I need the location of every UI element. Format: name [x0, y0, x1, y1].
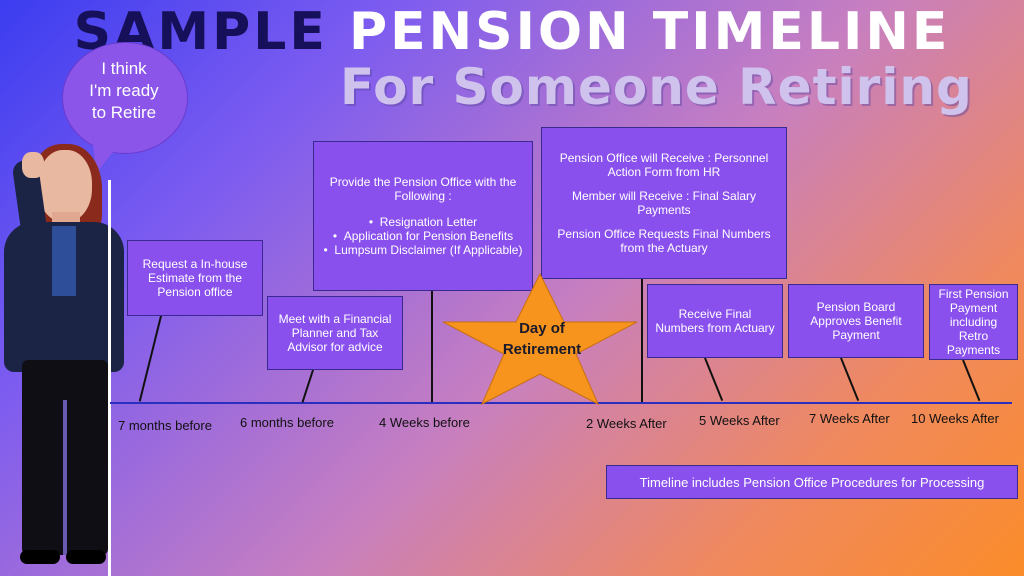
box-after: Pension Office will Receive : Personnel … [541, 127, 787, 279]
connector-board [840, 357, 860, 402]
star-line-1: Day of [519, 320, 565, 337]
connector-planner [301, 369, 314, 403]
footnote-box: Timeline includes Pension Office Procedu… [606, 465, 1018, 499]
box-provide-item: Resignation Letter [324, 215, 523, 229]
speech-bubble [62, 42, 188, 154]
tick-label: 4 Weeks before [379, 415, 470, 430]
tick-label: 7 Weeks After [809, 411, 890, 426]
tick-label: 7 months before [118, 418, 212, 433]
box-provide-item: Application for Pension Benefits [324, 229, 523, 243]
person-hand [22, 152, 44, 178]
star-shape [442, 272, 638, 406]
page-subtitle: For Someone Retiring [340, 58, 973, 116]
connector-actuary [704, 357, 724, 402]
box-actuary-text: Receive Final Numbers from Actuary [655, 307, 775, 335]
title-part-2: PENSION TIMELINE [348, 2, 951, 62]
box-provide: Provide the Pension Office with the Foll… [313, 141, 533, 291]
person-shoe-right [66, 550, 106, 564]
speech-bubble-text: I think I'm ready to Retire [62, 58, 186, 124]
box-board-text: Pension Board Approves Benefit Payment [810, 300, 902, 342]
bubble-line-3: to Retire [91, 103, 157, 122]
footnote-text: Timeline includes Pension Office Procedu… [639, 474, 985, 490]
bubble-line-2: I'm ready [89, 81, 159, 100]
box-estimate-text: Request a In-house Estimate from the Pen… [142, 257, 248, 299]
connector-after [641, 278, 643, 402]
star-line-2: Retirement [502, 341, 582, 358]
tick-label: 10 Weeks After [911, 411, 999, 426]
box-provide-item: Lumpsum Disclaimer (If Applicable) [324, 243, 522, 257]
person-shoe-left [20, 550, 60, 564]
box-provide-list: Resignation Letter Application for Pensi… [324, 215, 523, 257]
day-of-retirement-label: Day of Retirement [480, 318, 604, 360]
box-planner: Meet with a Financial Planner and Tax Ad… [267, 296, 403, 370]
person-shirt [52, 226, 76, 296]
connector-first-payment [962, 359, 981, 402]
box-first-payment: First Pension Payment including Retro Pa… [929, 284, 1018, 360]
person-head [38, 150, 92, 222]
box-estimate: Request a In-house Estimate from the Pen… [127, 240, 263, 316]
tick-label: 5 Weeks After [699, 413, 780, 428]
box-first-payment-text: First Pension Payment including Retro Pa… [938, 287, 1009, 357]
box-provide-heading: Provide the Pension Office with the Foll… [329, 175, 517, 203]
person-leg-gap [63, 400, 67, 555]
tick-label: 6 months before [240, 415, 334, 430]
connector-estimate [138, 315, 162, 402]
box-planner-text: Meet with a Financial Planner and Tax Ad… [278, 312, 392, 354]
box-after-p2: Member will Receive : Final Salary Payme… [571, 189, 757, 217]
timeline-start-line [108, 180, 111, 576]
box-board: Pension Board Approves Benefit Payment [788, 284, 924, 358]
bubble-line-1: I think [101, 59, 147, 78]
page-title: SAMPLE PENSION TIMELINE [0, 2, 1024, 62]
tick-label: 2 Weeks After [586, 416, 667, 431]
box-after-p3: Pension Office Requests Final Numbers fr… [557, 227, 771, 255]
timeline-axis [110, 402, 1012, 404]
connector-provide [431, 290, 433, 402]
box-actuary: Receive Final Numbers from Actuary [647, 284, 783, 358]
box-after-p1: Pension Office will Receive : Personnel … [559, 151, 769, 179]
star-polygon [442, 272, 638, 406]
